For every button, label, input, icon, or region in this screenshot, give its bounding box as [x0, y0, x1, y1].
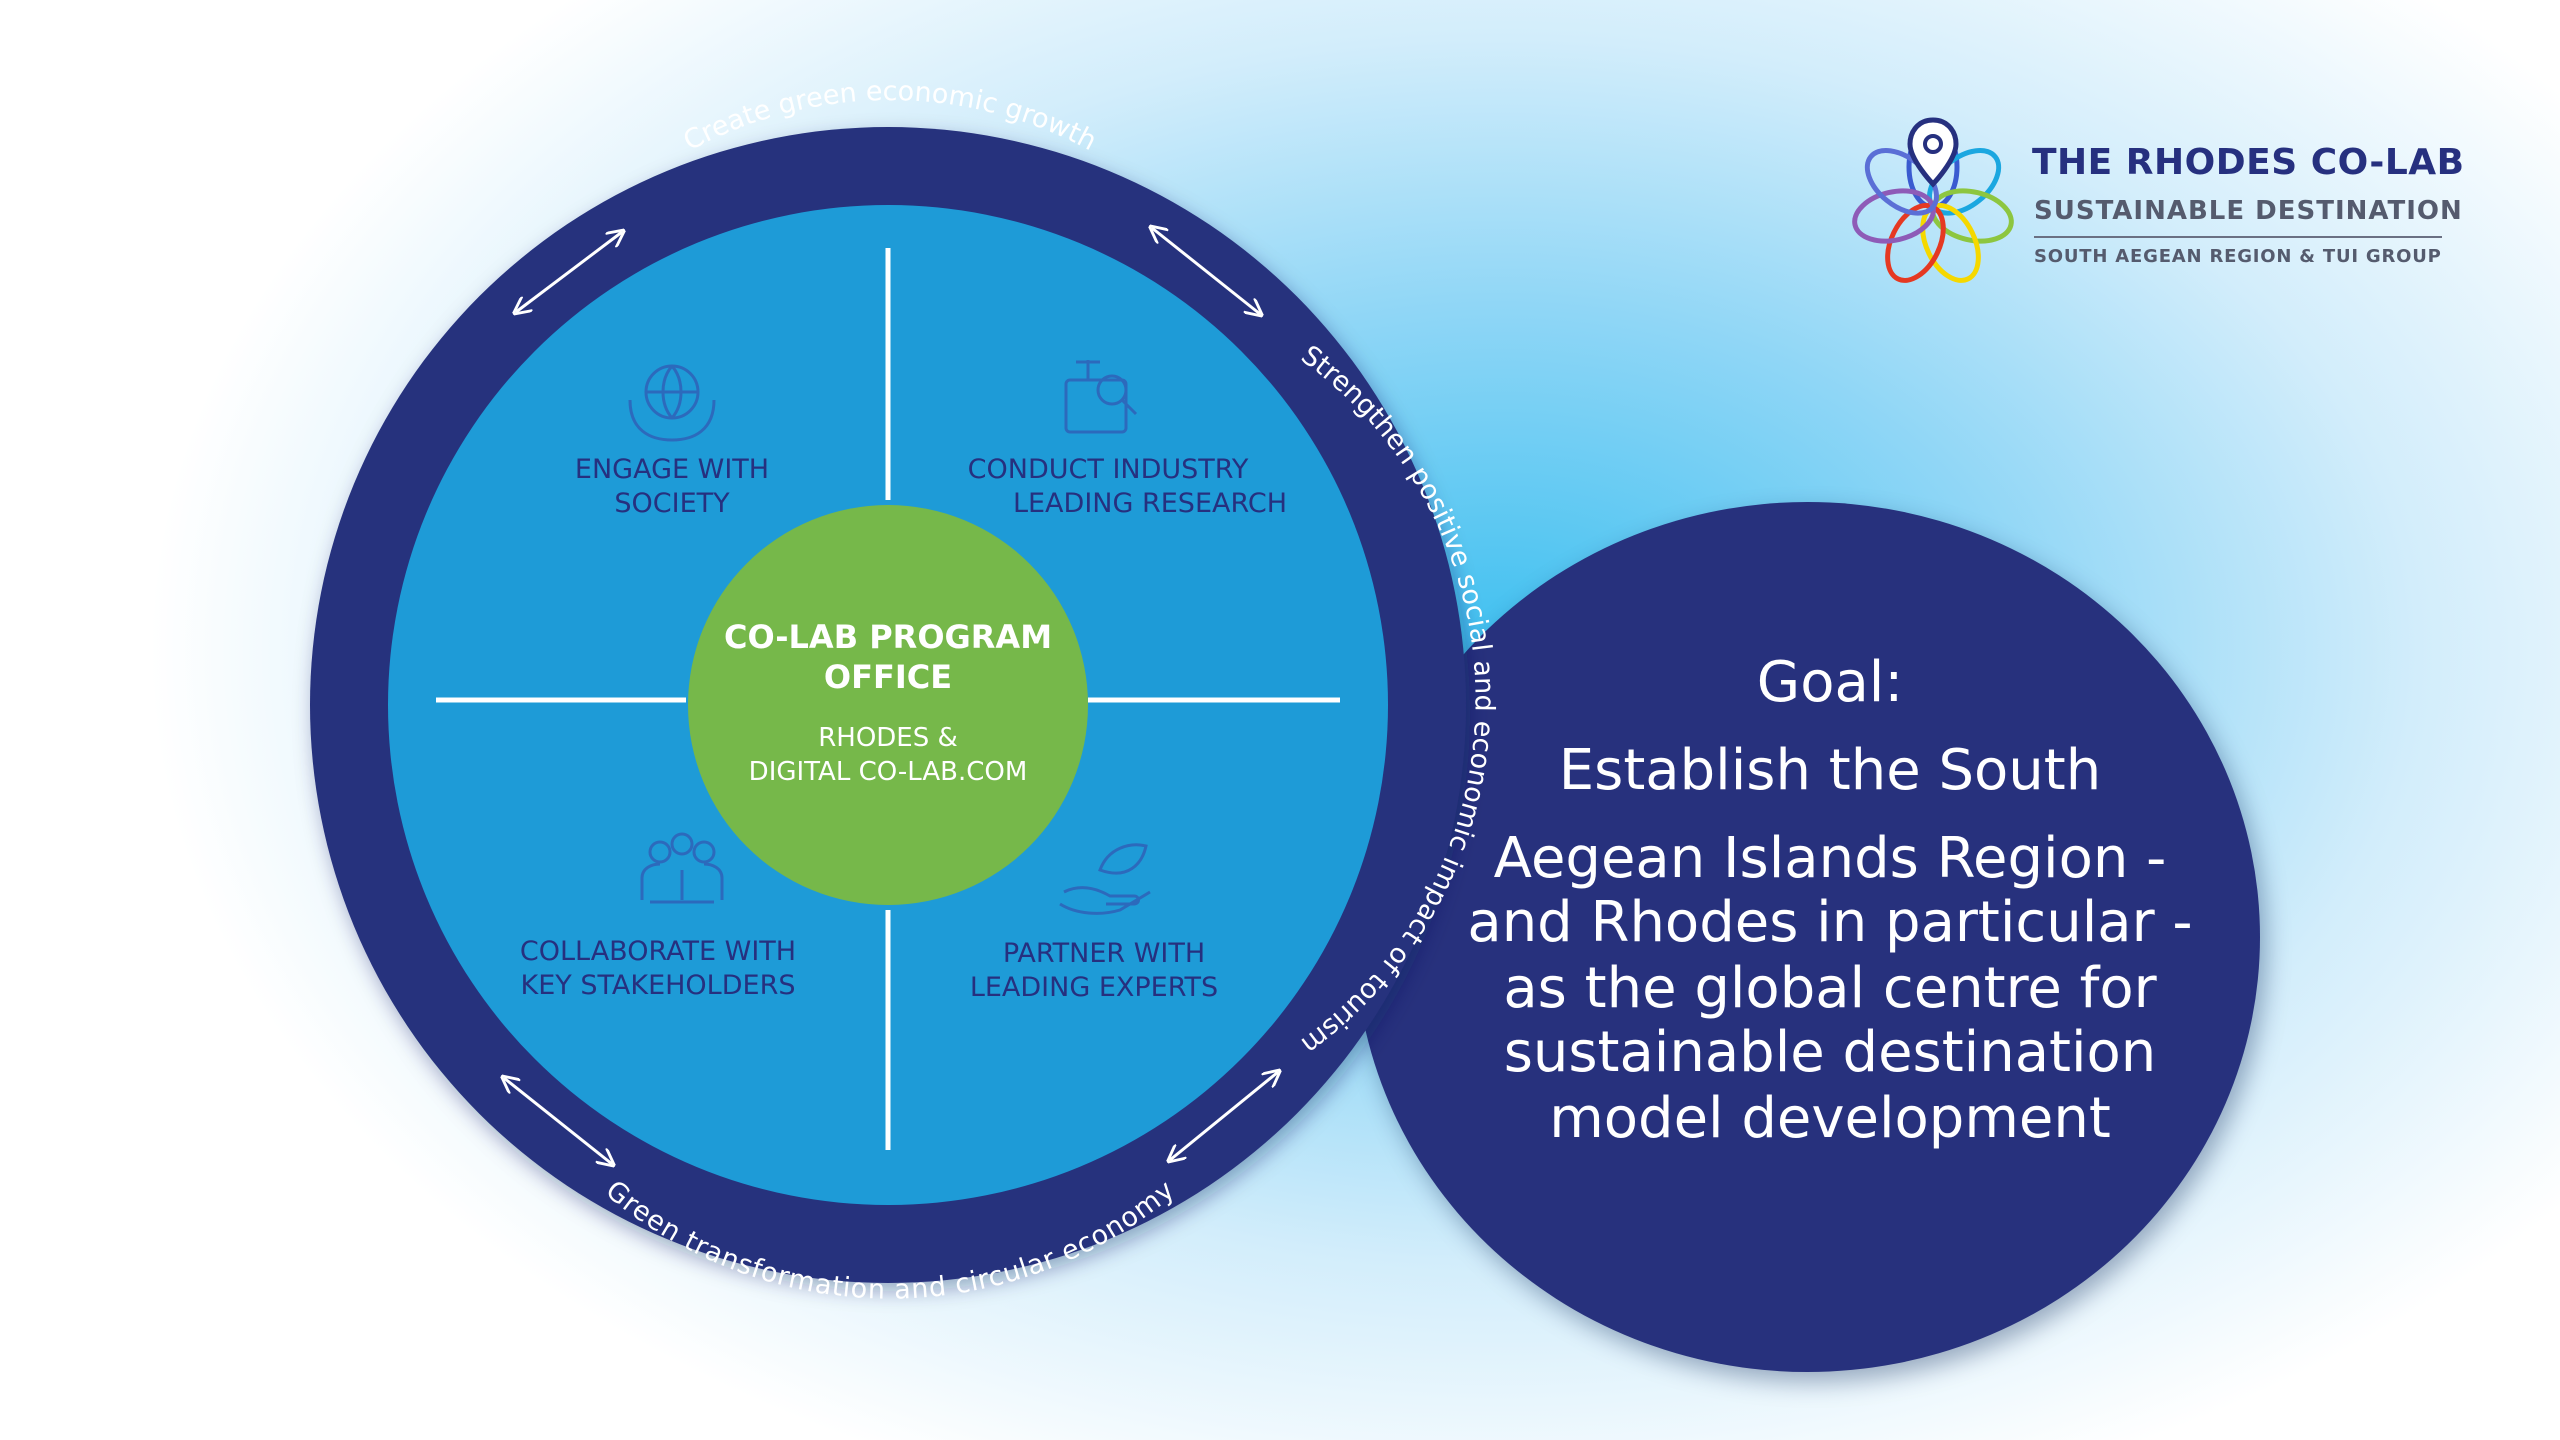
goal-line-2: Aegean Islands Region - — [1493, 826, 2167, 891]
ring-label-left: Restore biodiversity and protect the nat… — [0, 339, 161, 1071]
logo: THE RHODES CO-LAB SUSTAINABLE DESTINATIO… — [1838, 112, 2464, 302]
goal-line-3: and Rhodes in particular - — [1467, 890, 2193, 955]
quadrant-top-right-line2: LEADING RESEARCH — [1013, 488, 1287, 519]
arrow-bottom-right — [1170, 1072, 1278, 1160]
quadrant-dividers — [436, 248, 1340, 1150]
center-sub-line2: DIGITAL CO-LAB.COM — [749, 757, 1028, 787]
center-title-line1: CO-LAB PROGRAM — [724, 618, 1052, 656]
goal-line-5: sustainable destination — [1503, 1020, 2157, 1085]
arrow-top-left — [516, 232, 622, 312]
arrow-top-right — [1152, 228, 1260, 314]
globe-hands-icon — [628, 364, 716, 442]
arrow-bottom-left — [504, 1078, 612, 1164]
goal-circle — [1355, 502, 2260, 1372]
quadrant-bottom-right-line2: LEADING EXPERTS — [970, 972, 1218, 1003]
quadrant-top-right-line1: CONDUCT INDUSTRY — [968, 454, 1249, 485]
program-office-circle — [688, 505, 1088, 905]
goal-line-4: as the global centre for — [1503, 956, 2157, 1021]
goal-label: Goal: — [1756, 650, 1904, 715]
quadrant-top-left-line2: SOCIETY — [614, 488, 730, 519]
flower-logo-icon — [1852, 117, 2014, 283]
goal-line-1: Establish the South — [1558, 738, 2102, 803]
stakeholders-icon — [640, 832, 724, 904]
logo-subtitle: SUSTAINABLE DESTINATION — [2034, 196, 2463, 226]
center-sub-line1: RHODES & — [818, 723, 958, 753]
quadrant-bottom-left-line2: KEY STAKEHOLDERS — [521, 970, 796, 1001]
quadrant-bottom-right-line1: PARTNER WITH — [1003, 938, 1205, 969]
ring-arrows — [504, 228, 1278, 1164]
goal-line-6: model development — [1549, 1086, 2111, 1151]
logo-tagline: SOUTH AEGEAN REGION & TUI GROUP — [2034, 246, 2442, 267]
leaf-hand-icon — [1059, 843, 1151, 915]
logo-title: THE RHODES CO-LAB — [2032, 142, 2465, 183]
research-icon — [1064, 360, 1138, 434]
quadrant-bottom-left-line1: COLLABORATE WITH — [520, 936, 796, 967]
quadrant-top-left-line1: ENGAGE WITH — [575, 454, 769, 485]
logo-divider — [2034, 236, 2442, 238]
center-title-line2: OFFICE — [824, 658, 952, 696]
